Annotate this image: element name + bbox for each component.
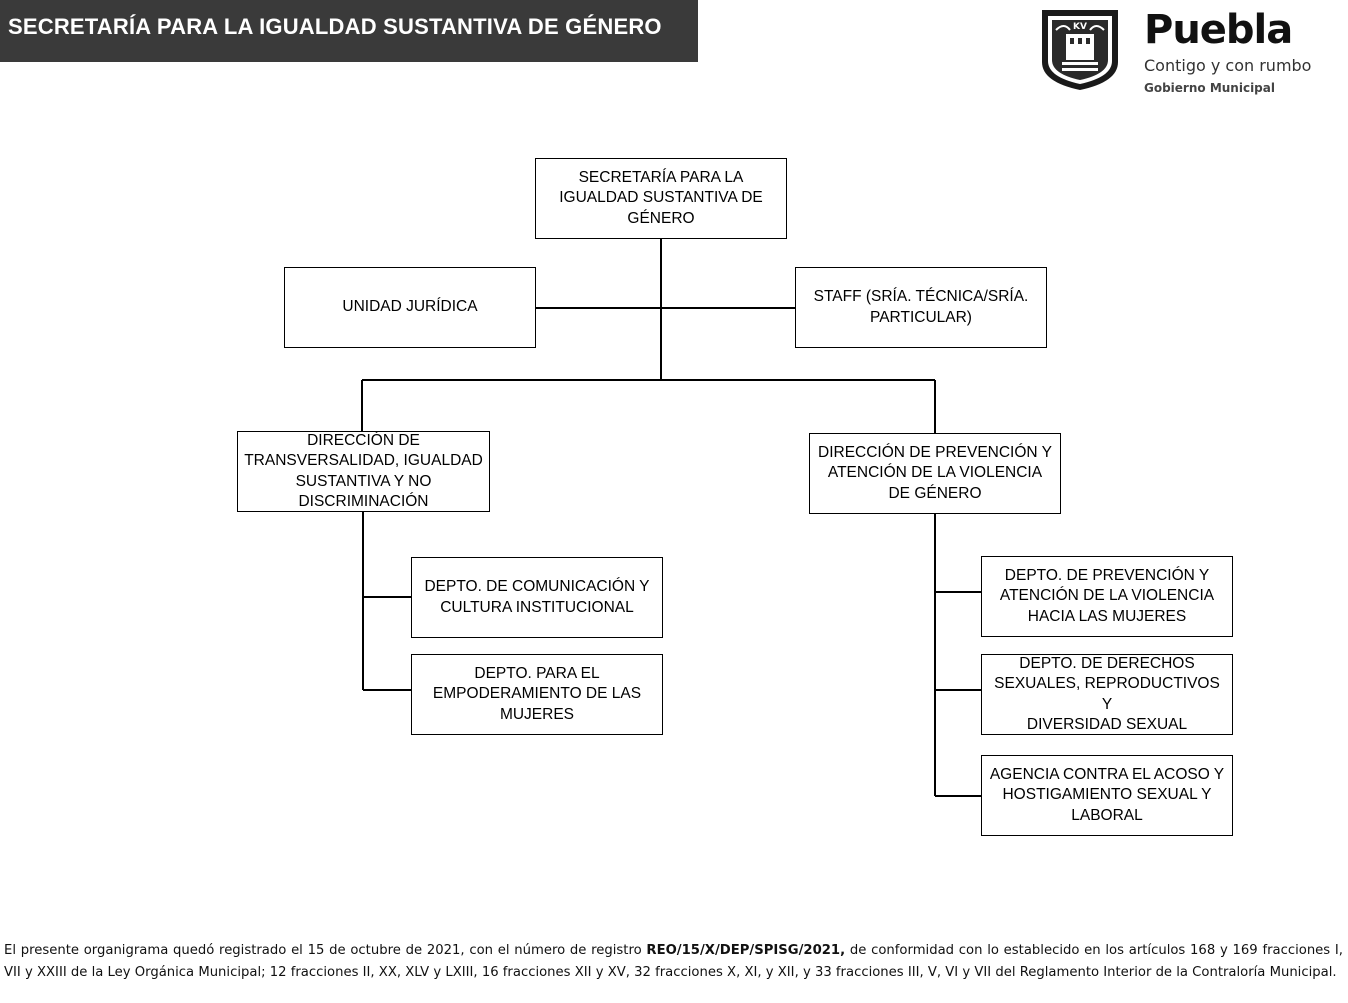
registration-note-text-2: de conformidad con lo establecido en los…	[4, 943, 1343, 980]
brand-name: Puebla	[1144, 7, 1293, 53]
header-band: SECRETARÍA PARA LA IGUALDAD SUSTANTIVA D…	[0, 0, 698, 62]
brand-slogan: Contigo y con rumbo	[1144, 56, 1312, 75]
org-box-direction-prevention: DIRECCIÓN DE PREVENCIÓN Y ATENCIÓN DE LA…	[809, 433, 1061, 514]
shield-text: KV	[1073, 22, 1087, 32]
org-box-dept-prevention: DEPTO. DE PREVENCIÓN Y ATENCIÓN DE LA VI…	[981, 556, 1233, 637]
page-title: SECRETARÍA PARA LA IGUALDAD SUSTANTIVA D…	[8, 14, 662, 39]
org-box-dept-communication: DEPTO. DE COMUNICACIÓN Y CULTURA INSTITU…	[411, 557, 663, 638]
org-box-dept-rights: DEPTO. DE DERECHOS SEXUALES, REPRODUCTIV…	[981, 654, 1233, 735]
registration-note: El presente organigrama quedó registrado…	[4, 940, 1343, 984]
org-box-staff: STAFF (SRÍA. TÉCNICA/SRÍA. PARTICULAR)	[795, 267, 1047, 348]
brand-government: Gobierno Municipal	[1144, 81, 1275, 95]
registration-note-text-1: El presente organigrama quedó registrado…	[4, 943, 647, 958]
registration-number: REO/15/X/DEP/SPISG/2021,	[646, 943, 846, 958]
puebla-logo: KV Puebla Contigo y con rumbo Gobierno M…	[1036, 4, 1336, 96]
org-box-dept-empowerment: DEPTO. PARA EL EMPODERAMIENTO DE LAS MUJ…	[411, 654, 663, 735]
org-box-agency-harassment: AGENCIA CONTRA EL ACOSO Y HOSTIGAMIENTO …	[981, 755, 1233, 836]
org-box-legal-unit: UNIDAD JURÍDICA	[284, 267, 536, 348]
org-box-secretariat: SECRETARÍA PARA LA IGUALDAD SUSTANTIVA D…	[535, 158, 787, 239]
org-box-direction-transversality: DIRECCIÓN DE TRANSVERSALIDAD, IGUALDAD S…	[237, 431, 490, 512]
coat-of-arms-icon: KV	[1042, 10, 1118, 90]
